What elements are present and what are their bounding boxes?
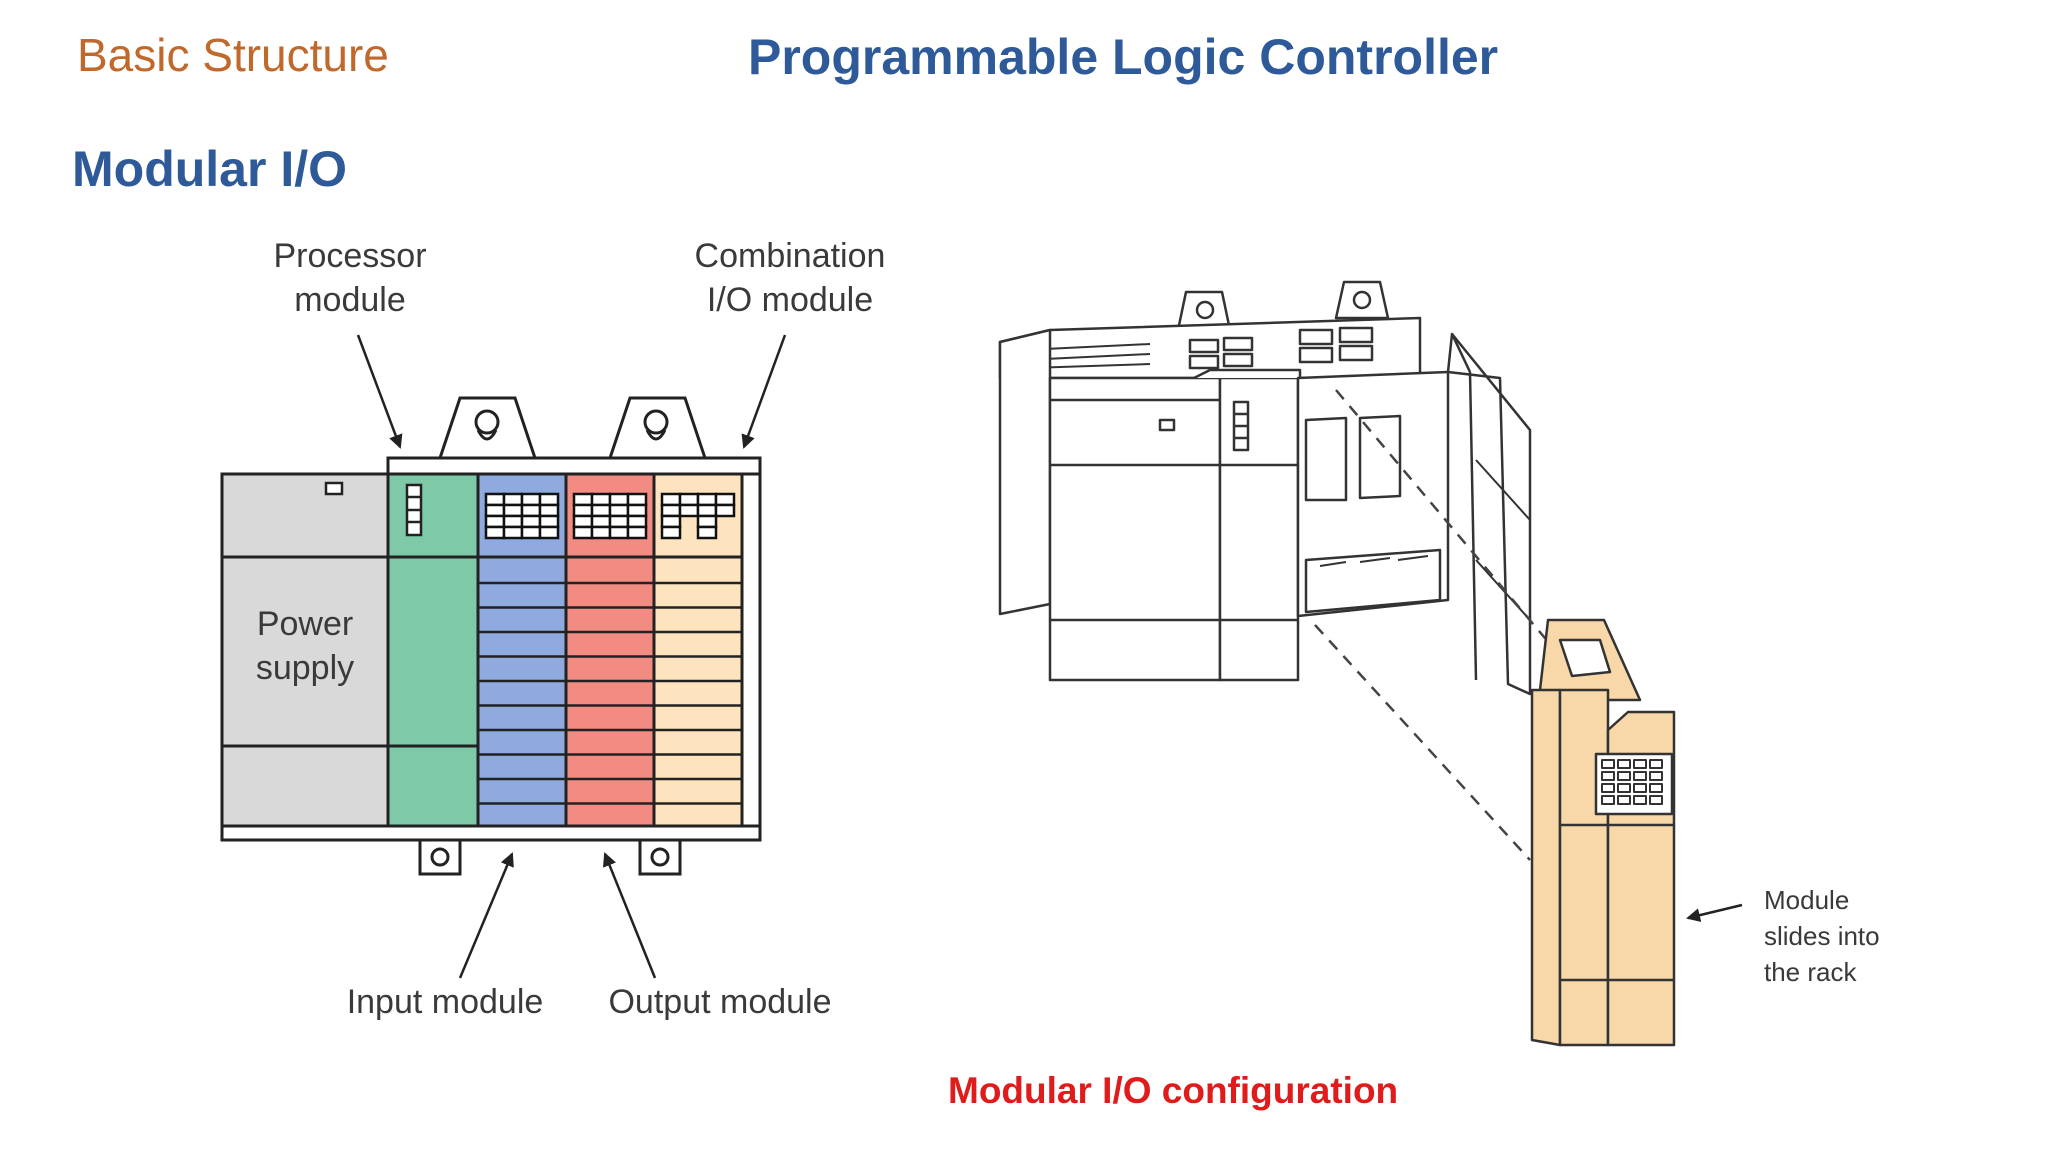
slide-guide-lines	[1314, 389, 1556, 861]
output-module	[564, 472, 656, 828]
sliding-io-module	[1530, 618, 1676, 1047]
figure-caption: Modular I/O configuration	[948, 1070, 1399, 1111]
mounting-tab-top-right	[607, 396, 708, 460]
combination-io-module	[652, 472, 744, 828]
combination-label-line2: I/O module	[706, 281, 874, 319]
mounting-tab-bottom-right	[638, 838, 682, 876]
power-label-line2: supply	[255, 649, 355, 687]
page-title: Programmable Logic Controller	[748, 29, 1499, 85]
combination-arrow	[741, 334, 787, 449]
input-arrow	[458, 852, 514, 979]
input-module	[476, 472, 568, 828]
power-supply-block	[220, 472, 390, 828]
mounting-tab-bottom-left	[418, 838, 462, 876]
input-module-label: Input module	[346, 983, 544, 1021]
power-supply-label: Power supply	[222, 602, 388, 690]
output-arrow	[602, 852, 657, 979]
note-line3: the rack	[1764, 957, 1857, 987]
processor-arrow	[356, 334, 403, 449]
combination-module-label: Combination I/O module	[680, 234, 900, 322]
module-note-arrow	[1686, 903, 1743, 922]
combination-label-line1: Combination	[694, 237, 886, 275]
processor-label-line2: module	[294, 281, 406, 319]
section-heading: Basic Structure	[77, 29, 389, 81]
note-line2: slides into	[1764, 921, 1880, 951]
power-label-line1: Power	[256, 605, 354, 643]
processor-module-label: Processor module	[250, 234, 450, 322]
mounting-tab-top-left	[437, 396, 538, 460]
page-subtitle: Modular I/O	[72, 141, 347, 197]
processor-label-line1: Processor	[273, 237, 427, 275]
module-slide-note: Module slides into the rack	[1764, 882, 1880, 990]
chassis-drawing	[998, 280, 1532, 696]
output-module-label: Output module	[608, 983, 832, 1021]
note-line1: Module	[1764, 885, 1850, 915]
processor-module	[386, 472, 480, 828]
